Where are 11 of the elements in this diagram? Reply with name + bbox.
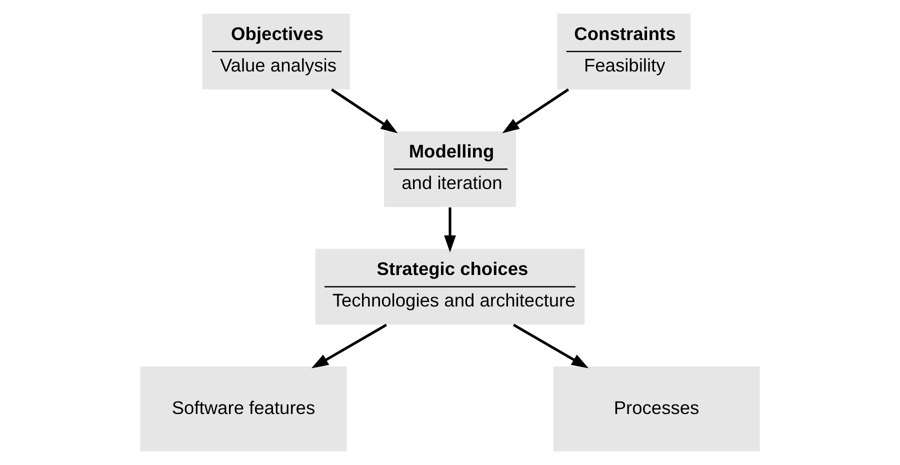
- arrow: [444, 207, 456, 252]
- arrow: [311, 324, 388, 368]
- node-box: Modelling and iteration: [384, 131, 516, 207]
- arrow: [330, 88, 398, 134]
- arrow: [512, 324, 589, 368]
- node-box: Objectives Value analysis: [202, 14, 350, 90]
- node-box: Constraints Feasibility: [557, 14, 690, 90]
- node-box: Strategic choices Technologies and architecture: [315, 248, 585, 325]
- node-box: Software features: [140, 366, 347, 452]
- node-box: Processes: [553, 366, 760, 452]
- arrow: [502, 88, 570, 134]
